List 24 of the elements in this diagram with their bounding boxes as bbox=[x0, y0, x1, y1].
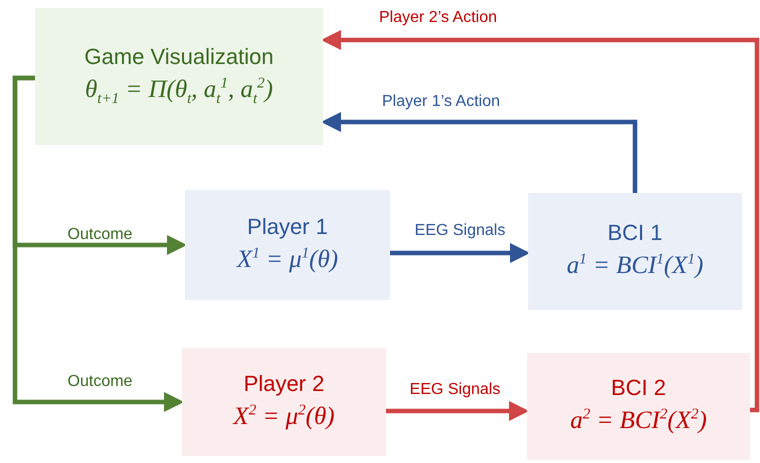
edge-label: Player 2’s Action bbox=[379, 9, 497, 27]
edge-label: EEG Signals bbox=[410, 381, 500, 399]
node-title: Game Visualization bbox=[84, 44, 274, 70]
edge-label: Outcome bbox=[68, 226, 132, 244]
process-box bbox=[527, 353, 750, 460]
arrow bbox=[386, 400, 530, 422]
node-title: BCI 2 bbox=[610, 375, 666, 402]
formula: X$^{2}$ = μ$^{2}$(θ) bbox=[233, 402, 335, 432]
arrow bbox=[390, 242, 530, 264]
edge-label: EEG Signals bbox=[414, 222, 506, 240]
process-box bbox=[35, 8, 323, 145]
formula: a$^{1}$ = BCI$^{1}$(X$^{1}$) bbox=[566, 251, 704, 282]
arrow bbox=[12, 76, 184, 412]
formula: X$^{1}$ = μ$^{1}$(θ) bbox=[236, 244, 338, 275]
process-box bbox=[528, 193, 742, 310]
process-box bbox=[182, 348, 386, 456]
edge-label: Player 1’s Action bbox=[382, 93, 500, 111]
node-title: Player 2 bbox=[244, 370, 324, 397]
node-title: BCI 1 bbox=[607, 220, 663, 246]
process-box bbox=[185, 190, 390, 300]
edge-label: Outcome bbox=[68, 373, 132, 391]
formula: a$^{2}$ = BCI$^{2}$(X$^{2}$) bbox=[570, 406, 707, 436]
formula: θ$_{t+1}$ = Π(θ$_{t}$, a$_{t}$$^{1}$, a$_{t}$$^{2}$) bbox=[85, 74, 273, 109]
node-title: Player 1 bbox=[247, 214, 328, 240]
